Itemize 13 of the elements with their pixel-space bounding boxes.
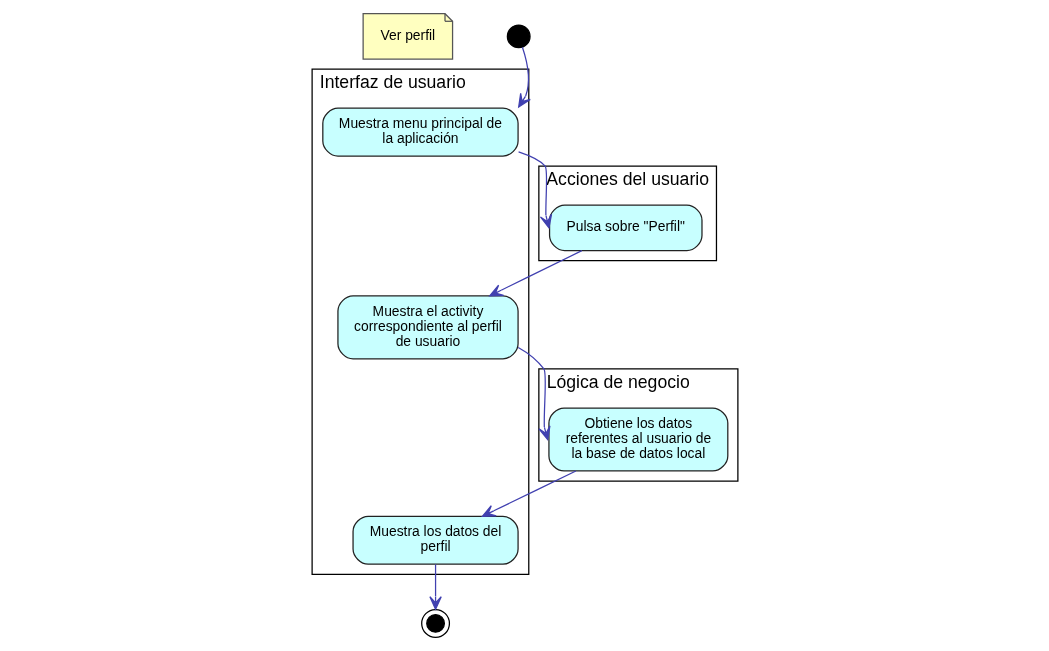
- arrow: [428, 563, 442, 610]
- arrow: [517, 151, 552, 229]
- node-box: Muestra los datos del perfil: [351, 515, 519, 565]
- arrow: [481, 470, 576, 517]
- node-box: Muestra menu principal de la aplicación: [321, 107, 519, 157]
- node-box: Obtiene los datos referentes al usuario de la base de datos local: [547, 407, 728, 472]
- node-box: Muestra el activity correspondiente al perfil de usuario: [336, 295, 519, 360]
- node-box: Pulsa sobre "Perfil": [548, 204, 703, 252]
- node-circle: [506, 24, 531, 49]
- arrow: [517, 46, 531, 108]
- node-circle: [420, 608, 450, 638]
- arrow: [488, 250, 582, 297]
- arrow: [517, 346, 551, 441]
